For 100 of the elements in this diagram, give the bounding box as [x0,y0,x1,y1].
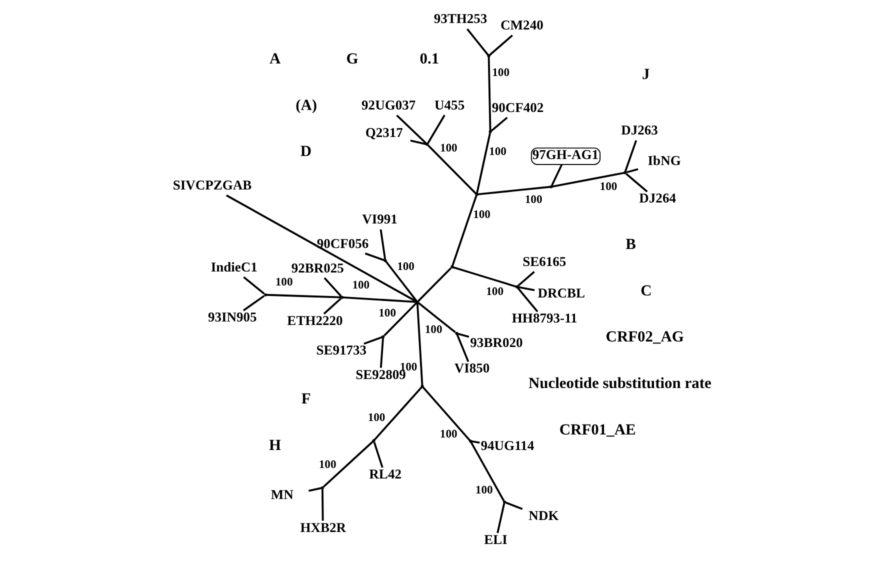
node-text: IbNG [647,152,680,168]
node-point [340,296,344,299]
connector [427,144,476,194]
edge-label: 100 [492,66,510,80]
connector [226,194,416,302]
connector [625,168,638,174]
connector [322,298,342,315]
connector [410,140,426,146]
node-point [514,285,518,288]
connector [457,332,469,338]
node-text: HH8793-11 [511,310,577,326]
label: H [268,436,281,454]
node-point [450,265,454,268]
node-text: SE6165 [522,254,566,270]
node-point [486,54,490,58]
connector [516,287,538,312]
node-text: Q2317 [364,125,402,140]
edge-label: 100 [367,410,385,424]
node-text: RL42 [368,466,401,482]
connector [477,186,550,196]
connector [372,442,383,468]
connector [624,140,637,172]
node-text: VI850 [454,360,490,376]
connector [320,489,324,521]
edge-label: 100 [274,275,292,288]
node-text: VI991 [362,212,397,227]
node-text: 93BR020 [470,334,522,350]
node-text: U455 [434,97,464,112]
edge-label: 100 [524,192,542,206]
node-point [549,185,552,188]
connector [426,114,445,144]
connector [452,266,516,288]
label: F [300,390,310,408]
label: CRF01_AE [558,422,636,439]
connector [466,28,488,56]
edge-label: 100 [472,208,490,221]
node-text: MN [270,487,293,502]
node-text: CM240 [500,18,543,33]
label: B [625,236,636,253]
node-text: 92BR025 [290,260,344,276]
node-text: ELI [484,532,507,548]
label: J [642,66,650,83]
edge-label: 100 [352,278,370,292]
connector [550,164,562,186]
connector [488,34,512,56]
connector [266,294,341,298]
connector [456,334,469,362]
connector [308,487,321,492]
node-text: HXB2R [300,520,346,535]
label: D [300,143,312,160]
connector [517,286,534,292]
connector [417,268,452,302]
node-text: SIVCPZGAB [172,178,252,193]
node-point [264,293,267,296]
connector [504,502,522,510]
edge-label: 100 [486,284,504,298]
edge-label: 100 [439,141,457,154]
connector [417,302,456,334]
connector [342,296,416,303]
node-text: DRCBL [537,286,585,301]
connector [242,295,264,312]
edge-label: 100 [599,180,617,194]
connector [396,114,426,144]
node-text: SE91733 [316,342,366,358]
node-point [488,130,492,134]
connector [487,56,491,131]
node-point [372,439,375,442]
connector [242,276,264,294]
connector [323,277,342,297]
node-point [383,259,386,262]
node-text: ETH2220 [286,312,342,328]
node-point [502,500,506,504]
connector [383,302,417,336]
node-text: 93IN905 [207,309,256,324]
label: A [268,50,280,68]
node-point [622,171,626,174]
node-text: 92UG037 [361,98,416,113]
connector [496,503,505,534]
node-point [425,142,428,146]
connector [470,442,504,502]
connector [422,386,470,441]
node-text: 93TH253 [433,11,487,26]
connector [373,386,422,440]
node-point [381,335,384,338]
node-box: 97GH-AG1 [530,148,600,165]
connector [384,260,417,302]
node-point [468,440,472,443]
connector [379,338,384,368]
node-text: DJ264 [638,190,676,206]
connector [625,173,648,192]
edge-label: 100 [396,260,414,273]
edge-label: 100 [488,144,506,158]
label: CRF02_AG [605,328,684,346]
connector [322,440,374,488]
connector [471,440,480,444]
node-point [415,300,418,304]
node-point [420,384,424,388]
label: C [640,282,652,300]
edge-label: 100 [318,458,336,472]
node-text: IndieC1 [210,260,257,275]
